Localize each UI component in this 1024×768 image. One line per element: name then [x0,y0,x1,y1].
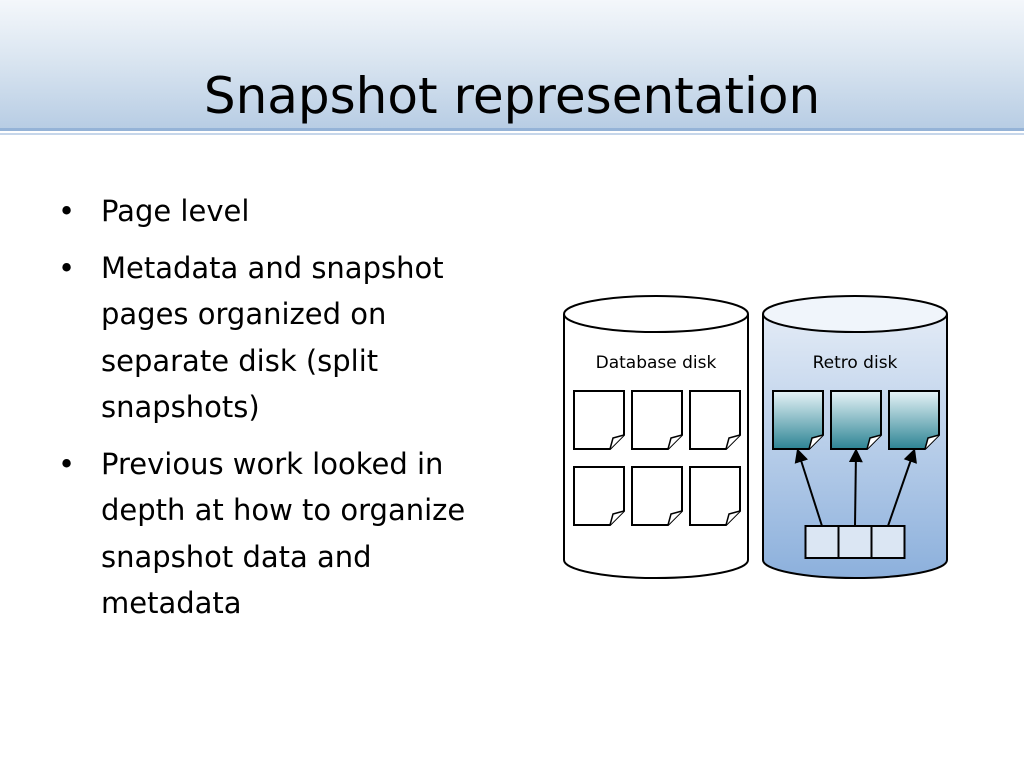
title-divider [0,128,1024,131]
database-page [631,466,683,526]
bullet-text: Previous work looked in depth at how to … [101,446,466,621]
retro-disk-top [762,295,948,333]
database-page [573,466,625,526]
metadata-cell [837,525,873,559]
retro-disk-label: Retro disk [813,353,898,373]
bullet-item: • Page level [58,188,508,235]
metadata-arrow [794,448,823,527]
disk-diagram: Database disk Retro disk [563,295,948,579]
metadata-cell [804,525,840,559]
metadata-cells [804,525,906,559]
snapshot-page [772,390,824,450]
metadata-cell [870,525,906,559]
database-disk-pages [573,390,741,526]
bullet-item: • Previous work looked in depth at how t… [58,441,508,627]
title-band [0,0,1024,128]
database-page [689,390,741,450]
bullet-text: Metadata and snapshot pages organized on… [101,250,444,425]
snapshot-page [830,390,882,450]
bullet-dot: • [58,446,76,481]
title-divider-secondary [0,133,1024,135]
database-page [631,390,683,450]
database-disk-label: Database disk [596,353,717,373]
bullet-list: • Page level • Metadata and snapshot pag… [58,188,508,637]
database-disk-top [563,295,749,333]
database-page [689,466,741,526]
bullet-dot: • [58,194,76,228]
database-disk: Database disk [563,295,749,579]
bullet-dot: • [58,250,76,285]
metadata-arrow [887,448,917,527]
metadata-arrows [794,448,917,527]
retro-disk: Retro disk [762,295,948,579]
slide-title: Snapshot representation [203,67,821,125]
metadata-arrow [848,448,863,527]
retro-disk-pages [772,390,940,450]
bullet-item: • Metadata and snapshot pages organized … [58,245,508,431]
snapshot-page [888,390,940,450]
database-page [573,390,625,450]
bullet-text: Page level [101,194,250,228]
